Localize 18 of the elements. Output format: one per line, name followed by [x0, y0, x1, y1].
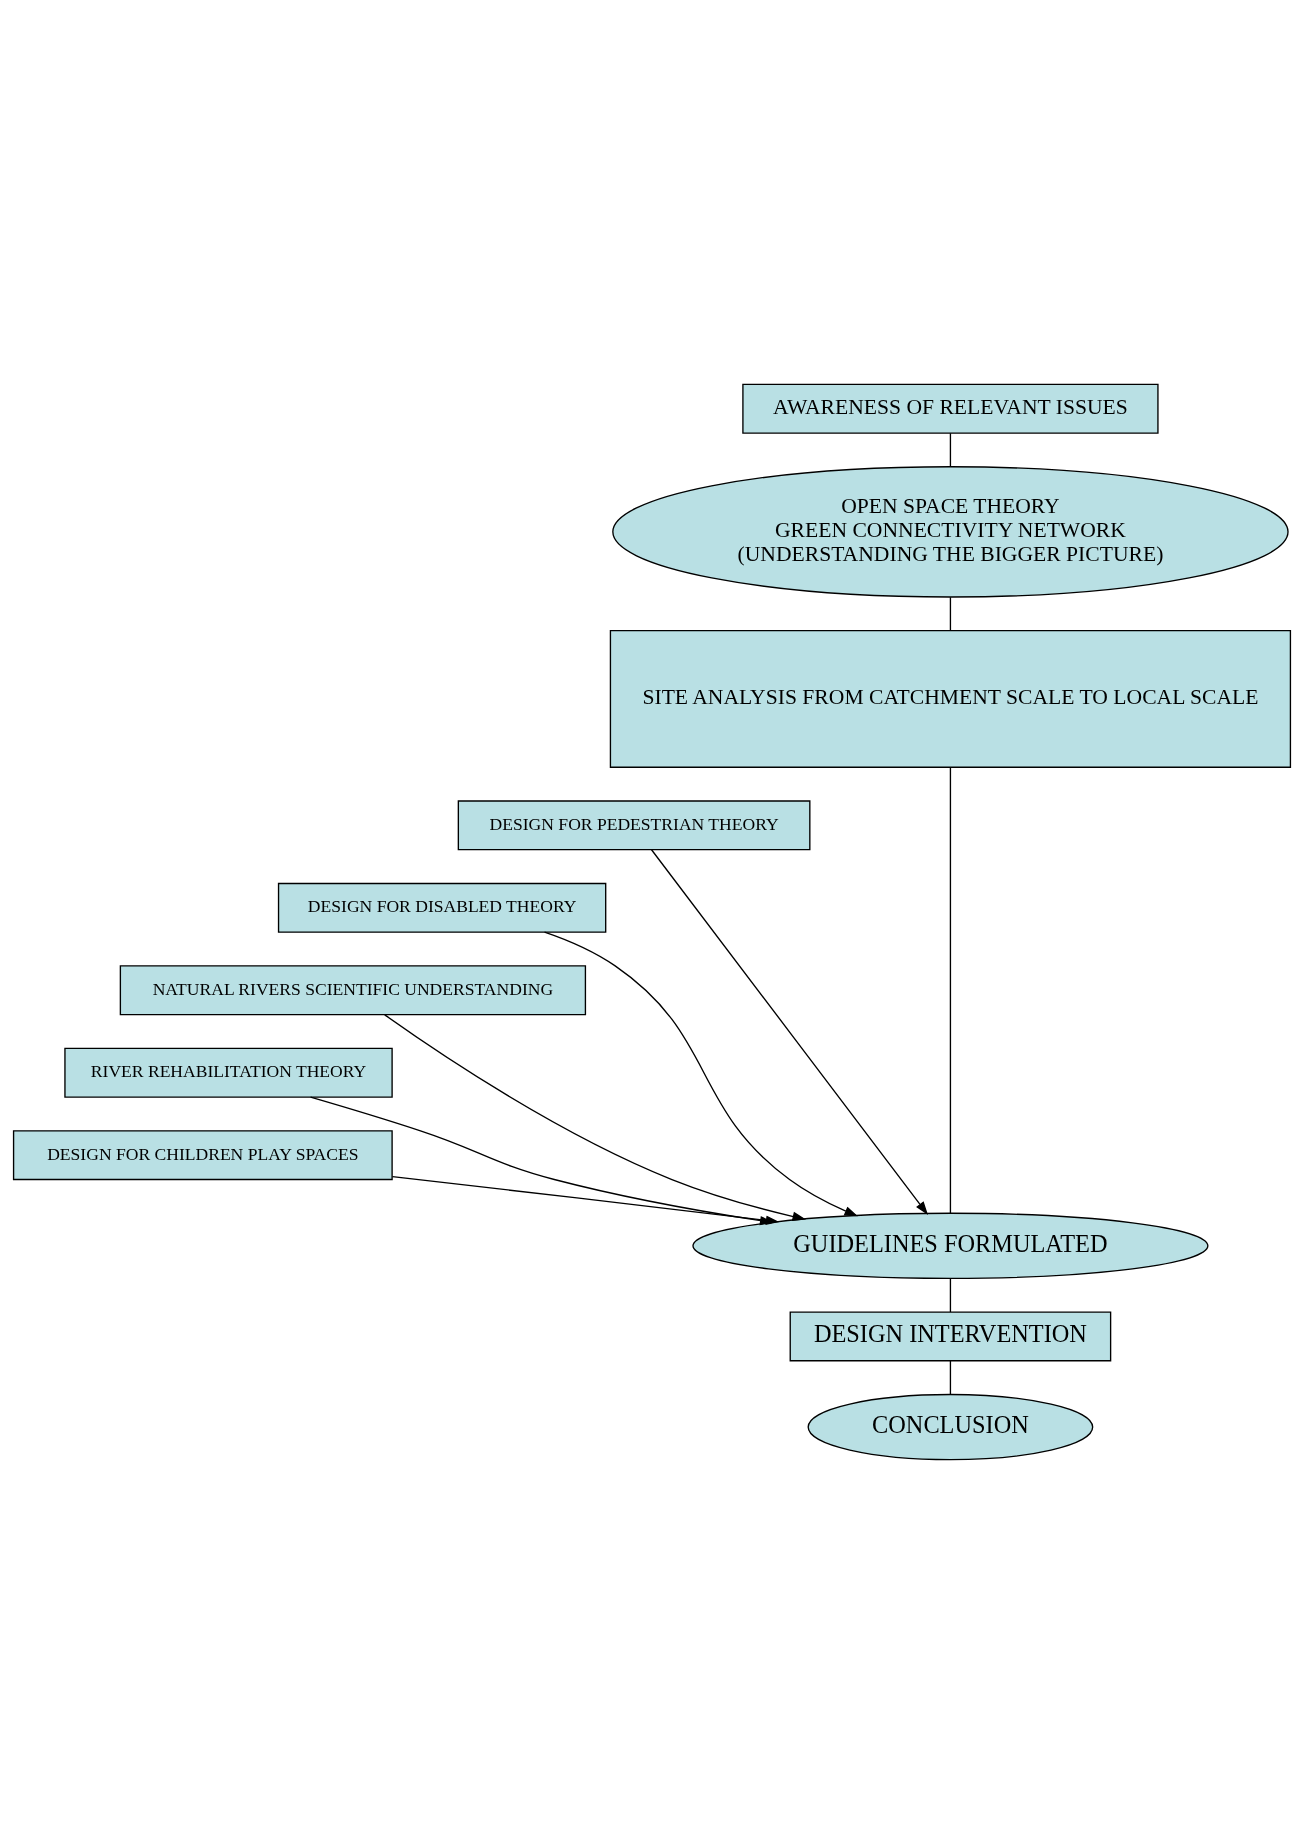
node-ellipse: CONCLUSION	[807, 1393, 1094, 1461]
arrow	[650, 849, 928, 1215]
connector	[949, 596, 952, 631]
connector	[949, 1360, 952, 1395]
arrow	[384, 1014, 807, 1222]
node-box: DESIGN INTERVENTION	[789, 1311, 1112, 1362]
node-box: AWARENESS OF RELEVANT ISSUES	[742, 383, 1159, 434]
node-box: DESIGN FOR PEDESTRIAN THEORY	[457, 800, 811, 851]
node-box: NATURAL RIVERS SCIENTIFIC UNDERSTANDING	[119, 965, 587, 1016]
node-box: DESIGN FOR CHILDREN PLAY SPACES	[12, 1130, 393, 1181]
connector	[949, 766, 952, 1214]
connector	[949, 432, 952, 468]
arrow	[543, 931, 858, 1217]
node-box: RIVER REHABILITATION THEORY	[64, 1047, 393, 1098]
connector	[949, 1277, 952, 1313]
node-box: DESIGN FOR DISABLED THEORY	[277, 882, 607, 933]
node-box: SITE ANALYSIS FROM CATCHMENT SCALE TO LOCAL SCALE	[609, 630, 1292, 768]
node-ellipse: OPEN SPACE THEORY GREEN CONNECTIVITY NETWORK (UNDERSTANDING THE BIGGER PICTURE)	[612, 466, 1289, 598]
